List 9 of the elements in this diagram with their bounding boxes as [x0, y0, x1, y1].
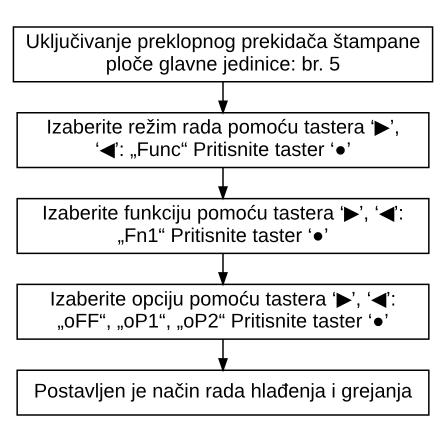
arrow — [218, 167, 228, 200]
arrow — [218, 253, 228, 286]
node-box: Izaberite režim rada pomoću tastera ‘▶’, ‘◀’: „Func“ Pritisnite taster ‘●’ — [16, 112, 430, 168]
arrow — [218, 339, 228, 372]
node-box: Postavljen je način rada hlađenja i grejanja — [16, 369, 430, 416]
node-box: Izaberite funkciju pomoću tastera ‘▶’, ‘◀’: „Fn1“ Pritisnite taster ‘●’ — [16, 197, 430, 254]
arrow — [218, 81, 228, 114]
node-box: Izaberite opciju pomoću tastera ‘▶’, ‘◀’: „oFF“, „oP1“, „oP2“ Pritisnite taster ‘●’ — [16, 283, 430, 340]
node-box: Uključivanje preklopnog prekidača štampane ploče glavne jedinice: br. 5 — [12, 26, 434, 82]
